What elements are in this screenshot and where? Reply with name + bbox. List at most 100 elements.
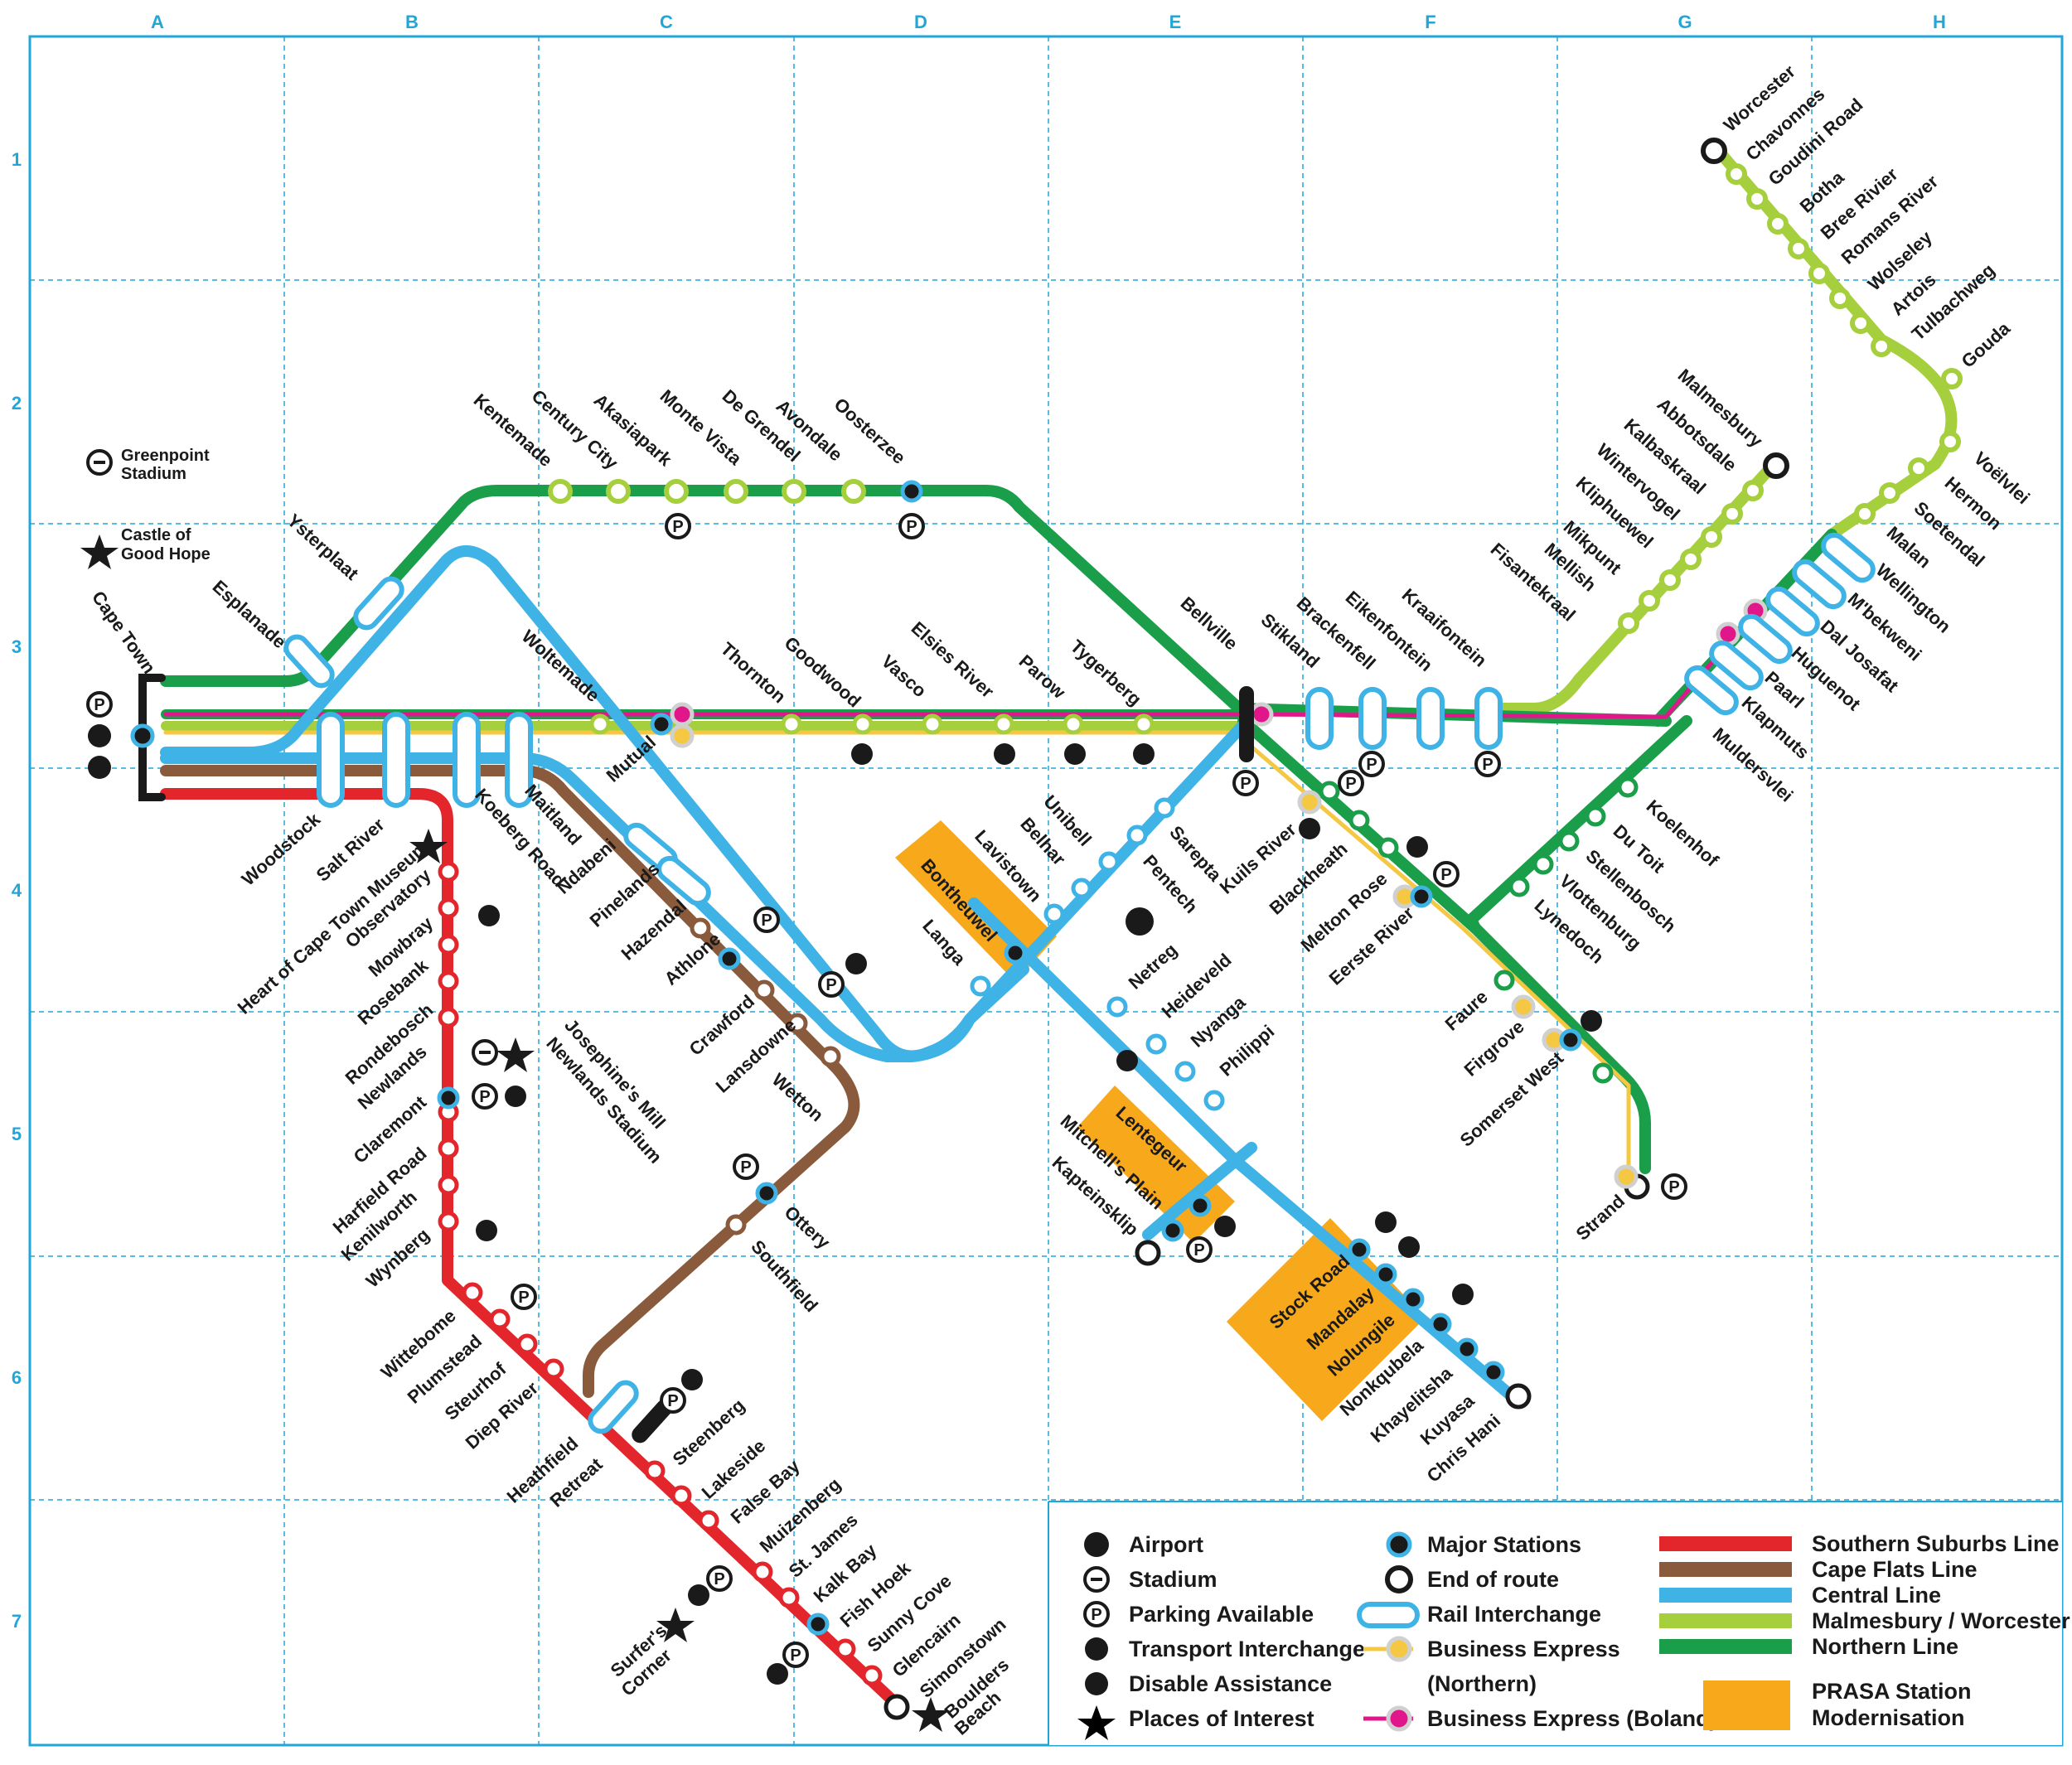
parking-icon: P xyxy=(782,1642,809,1668)
station-rosebank-dot xyxy=(438,934,459,955)
stations-capeflats[interactable] xyxy=(690,917,841,1236)
bus-icon xyxy=(767,1663,788,1685)
station-vanderstel-dot xyxy=(1592,1062,1614,1084)
rail-interchanges[interactable] xyxy=(282,531,1877,1436)
legend-businessexpress-n1: Business Express xyxy=(1427,1637,1620,1661)
interchange-pinelands xyxy=(656,855,711,907)
major-stations[interactable] xyxy=(437,480,1582,1636)
bus-icon xyxy=(1406,836,1428,858)
station-malmesbury-dot xyxy=(1763,452,1789,479)
label-ndabeni: Ndabeni xyxy=(553,834,620,898)
major-station-somersetwest xyxy=(1559,1028,1582,1052)
label-athlone: Athlone xyxy=(661,928,725,989)
line-worcester xyxy=(1710,142,1958,540)
label-parow: Parow xyxy=(1015,650,1070,703)
station-avondale-dot xyxy=(841,479,866,504)
interchange-saltriver xyxy=(382,712,410,808)
label-gouda: Gouda xyxy=(1958,317,2015,372)
interchange-eikenfontein xyxy=(1416,687,1445,750)
station-falsebay-dot xyxy=(698,1510,719,1531)
grid-col-c: C xyxy=(660,12,673,32)
grid-row-1: 1 xyxy=(12,149,22,170)
swatch-prasa xyxy=(1703,1680,1790,1730)
cape-town-major-station[interactable] xyxy=(130,723,155,748)
express-stop-firgrove xyxy=(1511,994,1536,1019)
station-philippi-dot xyxy=(1203,1090,1225,1111)
station-simonstown-dot xyxy=(884,1694,910,1720)
interchange-brackenfell xyxy=(1358,687,1387,750)
major-station-icon xyxy=(1386,1531,1412,1558)
stations-central[interactable] xyxy=(970,797,1532,1410)
legend-places: Places of Interest xyxy=(1129,1706,1314,1731)
bus-icon xyxy=(1452,1284,1474,1305)
label-bellville: Bellville xyxy=(1177,592,1242,654)
grid-row-4: 4 xyxy=(12,880,22,901)
stations-malmesbury-worcester[interactable] xyxy=(548,138,1963,634)
express-stop-kuilsriver xyxy=(1297,790,1322,815)
station-steenberg-dot xyxy=(644,1460,666,1482)
label-esplanade: Esplanade xyxy=(209,576,291,652)
grid-row-6: 6 xyxy=(12,1367,22,1388)
svg-text:P: P xyxy=(906,518,917,536)
bus-icon xyxy=(1581,1010,1602,1032)
grid-col-e: E xyxy=(1169,12,1182,32)
interchange-ysterplaat xyxy=(353,576,404,631)
parking-icon: P xyxy=(1433,861,1460,887)
bus-icon xyxy=(1375,1211,1397,1233)
station-unibell-dot xyxy=(1098,851,1120,873)
legend-northern: Northern Line xyxy=(1812,1634,1958,1659)
stations-northern-trunk[interactable] xyxy=(589,713,1155,735)
bus-icon xyxy=(1116,1050,1138,1071)
grid-col-f: F xyxy=(1425,12,1435,32)
station-mowbray-dot xyxy=(438,897,459,919)
stations-southern[interactable] xyxy=(438,861,910,1720)
parking-icon: P xyxy=(1186,1236,1213,1263)
label-woodstock: Woodstock xyxy=(238,809,325,890)
grid-col-b: B xyxy=(405,12,419,32)
swatch-southern xyxy=(1659,1536,1792,1551)
major-station-mutual xyxy=(650,713,673,736)
station-stellenbosch-dot xyxy=(1558,830,1580,852)
svg-text:P: P xyxy=(94,696,104,714)
bus-icon xyxy=(851,743,873,765)
label-netreg: Netreg xyxy=(1125,940,1182,994)
bus-icon xyxy=(1299,818,1320,839)
parking-icon: P xyxy=(733,1153,759,1180)
major-station-nonkqubela xyxy=(1429,1313,1452,1336)
parking-icon: P xyxy=(1232,770,1259,796)
station-fishhoek-dot xyxy=(835,1638,856,1660)
stadium-icons xyxy=(86,449,498,1066)
station-chrishani-dot xyxy=(1505,1383,1532,1410)
interchange-koebergroad xyxy=(453,712,481,808)
grid-column-labels: A B C D E F G H xyxy=(151,12,1946,32)
svg-text:P: P xyxy=(667,1392,678,1410)
black-interchanges[interactable] xyxy=(628,686,1254,1446)
line-central-pinelands xyxy=(160,752,1029,1062)
station-blackheath-dot xyxy=(1348,810,1370,831)
line-northern-strand xyxy=(1237,715,1651,1174)
svg-text:P: P xyxy=(1366,756,1377,774)
station-plumstead-dot xyxy=(462,1282,483,1303)
label-faure: Faure xyxy=(1441,986,1492,1035)
station-voelvlei-dot xyxy=(1939,431,1961,452)
station-faure-dot xyxy=(1493,970,1515,991)
stadium-icon xyxy=(1083,1566,1110,1593)
label-southfield: Southfield xyxy=(747,1236,822,1317)
station-goudini-dot xyxy=(1746,188,1768,210)
wheelchair-icon xyxy=(1085,1672,1108,1695)
station-tygerberg-dot xyxy=(1133,713,1155,735)
interchange-bellville xyxy=(1239,686,1254,762)
poi-castle-line1: Castle of xyxy=(121,526,191,544)
map-grid xyxy=(28,35,2064,1747)
legend-major: Major Stations xyxy=(1427,1532,1581,1557)
star-icon xyxy=(409,829,448,863)
svg-text:P: P xyxy=(740,1158,751,1177)
poi-labels: Greenpoint Stadium Castle of Good Hope xyxy=(121,447,211,563)
bus-icon xyxy=(505,1086,526,1107)
major-station-bontheuwel xyxy=(1004,941,1027,965)
station-fisantekraal-dot xyxy=(1618,612,1639,634)
legend-transport: Transport Interchange xyxy=(1129,1637,1365,1661)
legend-businessexpress-boland: Business Express (Boland) xyxy=(1427,1706,1717,1731)
legend-airport: Airport xyxy=(1129,1532,1203,1557)
bus-icon xyxy=(681,1369,703,1390)
